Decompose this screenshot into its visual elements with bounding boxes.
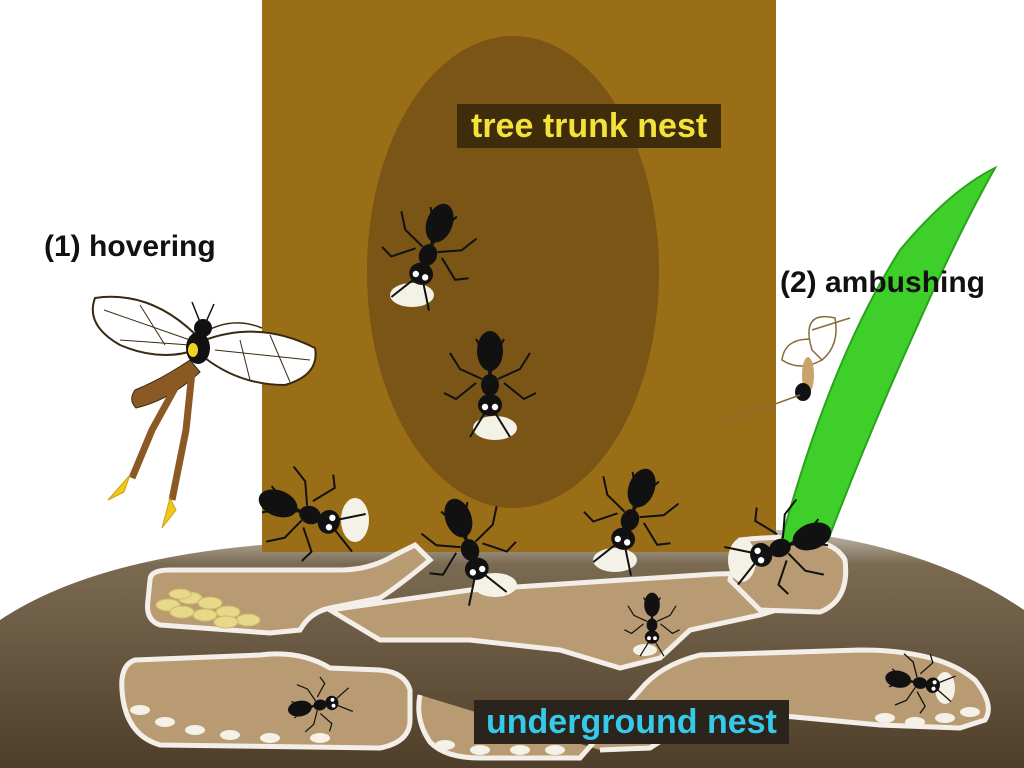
tree-trunk-nest-label: tree trunk nest [457,104,722,148]
ant-surface-center [407,482,533,616]
trunk-cavity [367,36,659,508]
ant-near-grass [714,485,848,611]
ant-tunnel-right [879,646,960,719]
larvae [130,705,980,755]
hovering-label: (1) hovering [44,230,216,263]
ant-tunnel-small [623,591,681,657]
ambushing-wasp [724,316,851,423]
ant-trunk-middle [443,330,537,440]
ant-trunk-upper [365,187,491,321]
ambushing-label: (2) ambushing [780,266,986,299]
ant-surface-right [567,452,693,586]
hovering-wasp [91,295,317,529]
ant-surface-left [242,452,376,578]
egg-cluster [155,588,261,629]
underground-nest-label: underground nest [474,700,789,744]
grass-blade [778,165,998,547]
